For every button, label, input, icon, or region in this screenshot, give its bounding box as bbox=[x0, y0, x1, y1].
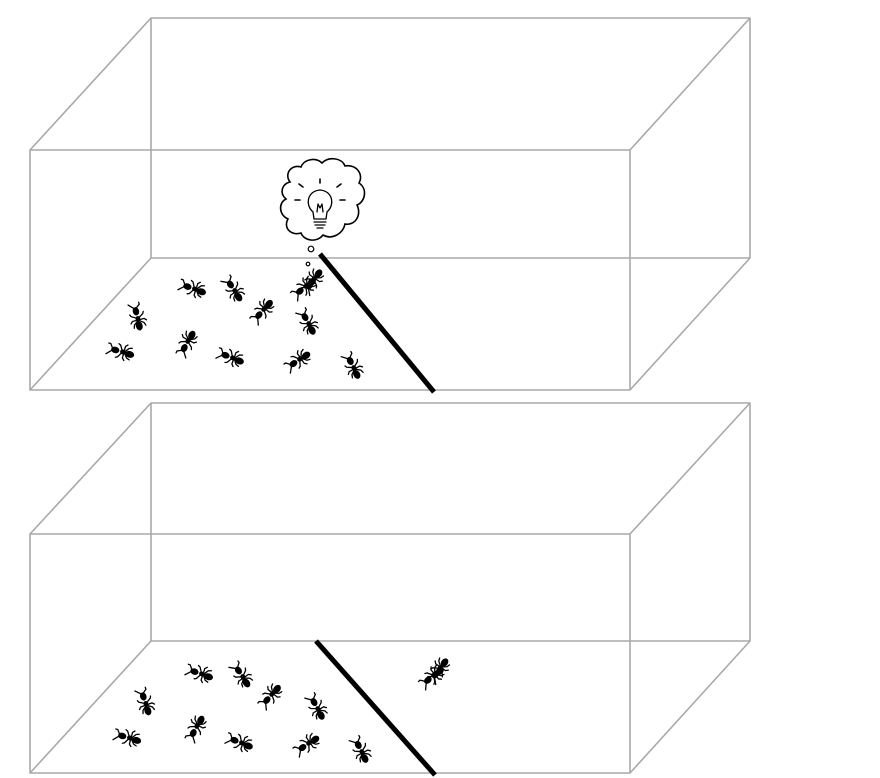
top-box bbox=[29, 17, 751, 394]
ant-icon bbox=[181, 711, 211, 745]
ant-icon bbox=[172, 326, 202, 360]
thought-bubble-dot bbox=[307, 245, 315, 253]
escaped-ant-group bbox=[415, 653, 454, 693]
bottom-dividing-wall bbox=[314, 639, 437, 777]
thought-cloud bbox=[279, 157, 366, 267]
ant-icon bbox=[246, 294, 279, 328]
thought-bubble-dot bbox=[305, 261, 311, 267]
ant-icon bbox=[125, 300, 150, 333]
ant-icon bbox=[226, 658, 257, 692]
ant-icon bbox=[132, 685, 159, 719]
bottom-box-back-face bbox=[150, 402, 751, 642]
top-dividing-wall bbox=[318, 252, 436, 394]
ant-icon bbox=[346, 733, 376, 767]
ant-icon bbox=[338, 349, 368, 383]
ant-icon bbox=[104, 339, 137, 364]
ant-icon bbox=[111, 725, 144, 750]
top-box-back-face bbox=[150, 17, 751, 259]
ant-icon bbox=[302, 690, 332, 724]
bottom-ant-colony bbox=[111, 658, 376, 767]
ant-icon bbox=[176, 275, 210, 301]
ant-icon bbox=[218, 272, 249, 306]
ant-icon bbox=[293, 305, 323, 339]
ant-icon bbox=[290, 729, 324, 760]
top-ant-colony bbox=[104, 264, 368, 383]
lightbulb-icon bbox=[294, 178, 346, 229]
ant-icon bbox=[281, 345, 315, 376]
bottom-box bbox=[29, 402, 751, 777]
top-box-depth-edges bbox=[29, 17, 751, 391]
ant-icon bbox=[254, 679, 287, 713]
ant-icon bbox=[183, 660, 217, 686]
ant-icon bbox=[223, 729, 257, 756]
bottom-box-depth-edges bbox=[29, 402, 751, 774]
ant-icon bbox=[214, 344, 248, 371]
